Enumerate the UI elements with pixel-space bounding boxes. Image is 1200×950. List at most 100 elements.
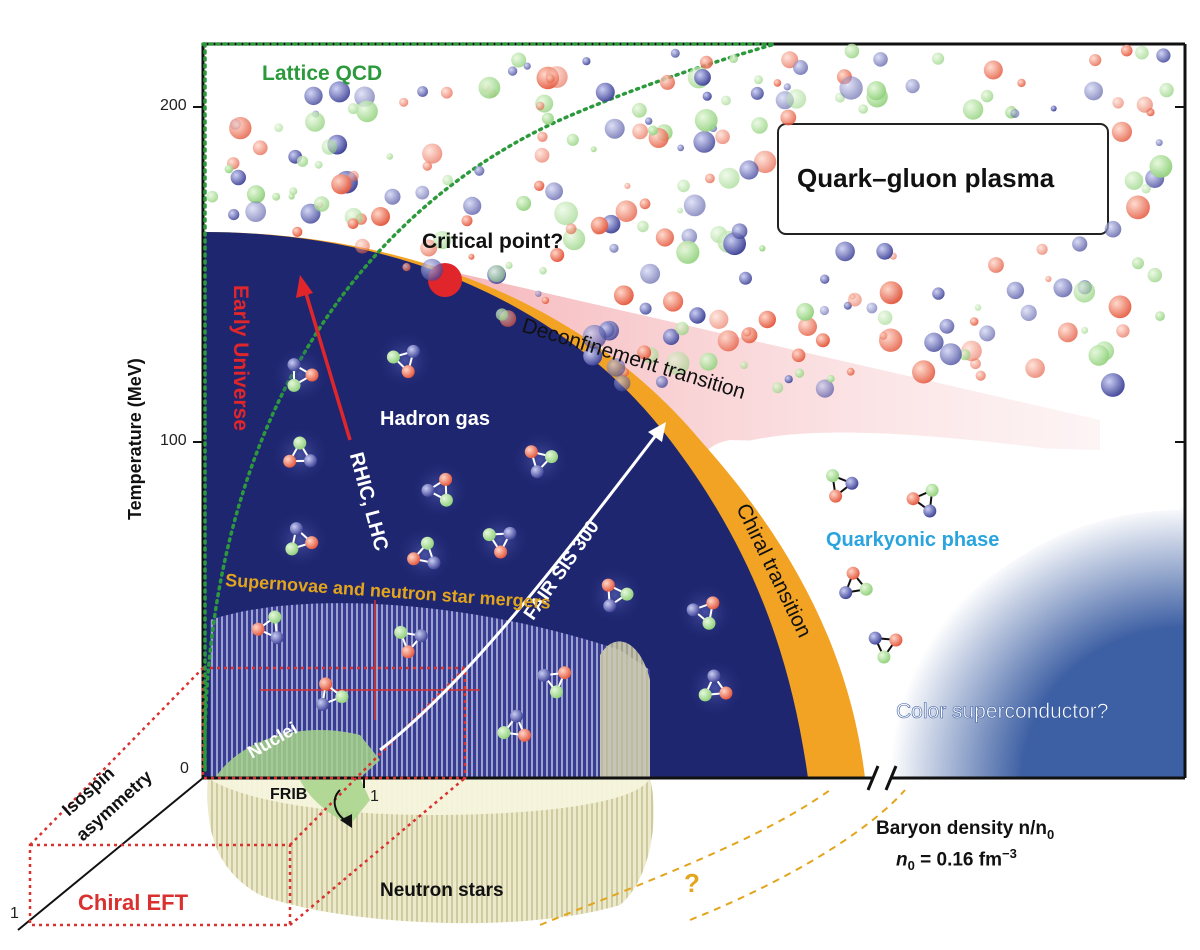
early-universe-text: Early Universe: [229, 285, 252, 431]
hadron-quark: [401, 645, 415, 659]
quark-particle: [676, 240, 700, 264]
quark-particle: [786, 89, 807, 109]
hadron-quark: [289, 522, 303, 536]
quark-particle: [399, 97, 409, 107]
quark-particle: [879, 281, 903, 305]
quark-particle: [1120, 44, 1133, 57]
quark-particle: [665, 351, 690, 376]
quark-particle: [640, 263, 661, 284]
quark-particle: [731, 223, 748, 239]
hadron-bond: [411, 541, 436, 565]
fair-arrowhead: [648, 422, 666, 442]
quark-particle: [879, 331, 888, 340]
quark-particle: [516, 195, 532, 211]
hadron-quark: [558, 666, 572, 680]
quark-particle: [632, 102, 647, 118]
quark-particle: [595, 82, 615, 102]
quark-particle: [613, 285, 634, 306]
hadron-quark: [287, 358, 301, 372]
hadron-quark: [406, 344, 420, 358]
hadron-quark: [285, 542, 299, 556]
quark-particle: [773, 79, 782, 87]
hadron-quark: [386, 350, 400, 364]
quark-particle: [604, 118, 625, 139]
quark-particle: [523, 62, 531, 70]
quark-particle: [1045, 275, 1052, 283]
quark-particle: [959, 349, 971, 361]
quark-particle: [614, 375, 631, 392]
quark-particle: [839, 76, 863, 100]
hadron-quark: [316, 697, 330, 711]
quark-particle: [793, 60, 808, 75]
quark-particle: [1020, 304, 1037, 321]
quark-particle: [693, 131, 716, 153]
quark-particle: [534, 180, 545, 191]
fair-arrow: [379, 429, 662, 752]
hadron-triplet: [251, 610, 284, 645]
neutron-stars-label: Neutron stars: [380, 880, 504, 901]
quark-particle: [717, 330, 739, 352]
quark-particle: [715, 129, 730, 145]
hadron-glow: [685, 658, 745, 718]
quark-particle: [655, 228, 675, 247]
y-axis-label: Temperature (MeV): [125, 358, 145, 520]
hadron-bond: [292, 362, 315, 388]
quark-particle: [609, 243, 619, 253]
quark-particle: [474, 165, 485, 176]
quark-particle: [422, 143, 443, 164]
quark-particle: [292, 226, 303, 237]
hadron-triplet: [537, 666, 572, 699]
hadron-glow: [270, 425, 330, 485]
n0-exp: −3: [1001, 846, 1017, 861]
hadron-bond: [529, 450, 554, 474]
hadron-triplet: [270, 345, 330, 405]
quark-particle: [932, 52, 945, 65]
hadron-quark: [401, 365, 415, 379]
quark-particle: [988, 257, 1004, 273]
hadron-glow: [395, 525, 455, 585]
quark-particle: [606, 358, 626, 377]
quark-particle: [979, 325, 996, 342]
hadron-triplet: [394, 625, 428, 659]
hadron-quark: [859, 582, 873, 596]
quark-particle: [1149, 155, 1173, 178]
quark-particle: [1084, 81, 1103, 101]
quark-particle: [677, 144, 685, 152]
hadron-quark: [601, 578, 615, 592]
hadron-triplet: [675, 582, 735, 642]
quark-particle: [355, 238, 370, 254]
quark-particle: [1147, 267, 1163, 283]
quark-particle: [1036, 243, 1048, 255]
quark-particle: [1081, 326, 1089, 334]
critical-point-label: Critical point?: [422, 230, 564, 253]
quark-particle: [912, 360, 936, 384]
quark-particle: [754, 75, 763, 85]
chiral-eft-box: [28, 600, 480, 927]
hadron-bond: [831, 474, 854, 499]
hadron-quark: [702, 616, 716, 630]
hadron-quark: [545, 450, 558, 464]
quark-particle: [1126, 195, 1150, 220]
question-mark-label: ?: [684, 868, 700, 898]
hadron-quark: [698, 688, 712, 702]
quark-particle: [694, 69, 711, 86]
quark-particle: [1155, 139, 1163, 147]
hadron-quark: [845, 476, 859, 490]
supernova-sheet-edge: [600, 641, 650, 778]
x-axis-label-line1: Baryon density n/n0: [876, 818, 1054, 842]
quark-particle: [468, 253, 475, 260]
hadron-quark: [305, 368, 319, 382]
hadron-quark: [251, 622, 265, 636]
quark-particle: [420, 239, 438, 257]
color-superconductor-region: [890, 505, 1185, 778]
color-superconductor-label: Color superconductor?: [896, 700, 1109, 724]
quark-particle: [495, 308, 508, 321]
quark-particle: [245, 201, 267, 223]
qgp-particles: [206, 43, 1174, 398]
quark-particle: [819, 305, 830, 316]
quark-particle: [274, 123, 284, 132]
quark-particle: [478, 76, 501, 99]
quark-particle: [718, 167, 740, 189]
hadron-quark: [394, 625, 408, 639]
